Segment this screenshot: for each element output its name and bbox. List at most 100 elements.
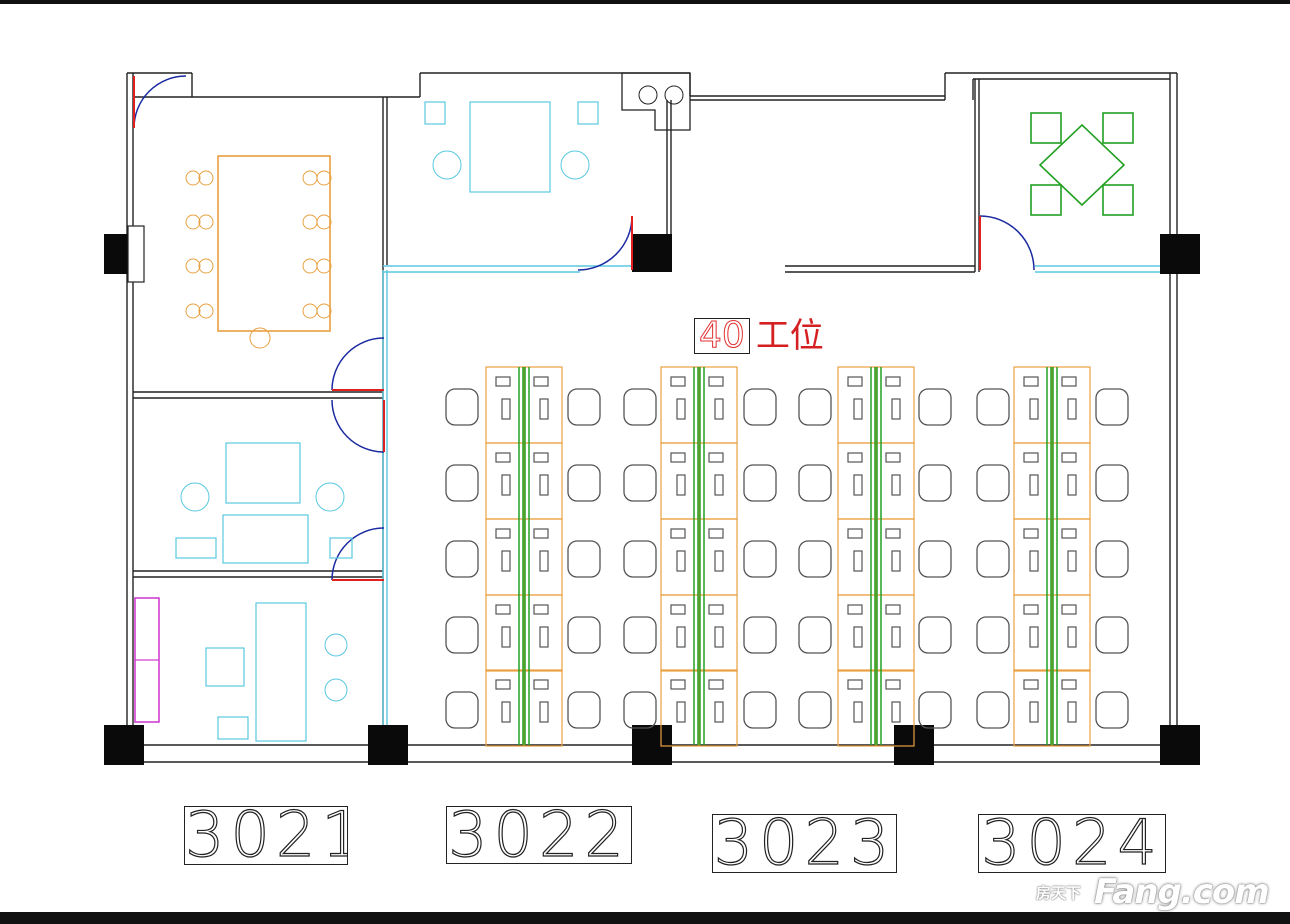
task-chair — [714, 626, 724, 648]
conference-chair — [185, 258, 201, 274]
visitor-chair — [1095, 616, 1129, 654]
bottom-border — [0, 912, 1290, 924]
guest-chair — [324, 633, 348, 657]
visitor-chair — [743, 464, 777, 502]
visitor-chair — [1095, 540, 1129, 578]
computer — [1061, 452, 1077, 463]
visitor-chair — [623, 540, 657, 578]
visitor-chair — [567, 464, 601, 502]
task-chair — [676, 550, 686, 572]
task-chair — [1067, 474, 1077, 496]
conference-chair — [198, 303, 214, 319]
visitor-chair — [976, 464, 1010, 502]
computer — [1061, 679, 1077, 690]
visitor-chair — [798, 616, 832, 654]
visitor-chair — [743, 616, 777, 654]
computer — [885, 376, 901, 387]
task-chair — [1067, 626, 1077, 648]
computer — [847, 528, 863, 539]
unit-label-3024: 3024 — [978, 814, 1166, 873]
computer — [847, 452, 863, 463]
task-chair — [853, 398, 863, 420]
computer — [533, 452, 549, 463]
workstation-count-label: 40 工位 — [694, 316, 824, 356]
task-chair — [714, 550, 724, 572]
task-chair — [676, 398, 686, 420]
computer — [885, 679, 901, 690]
task-chair — [853, 550, 863, 572]
task-chair — [714, 474, 724, 496]
computer — [1023, 679, 1039, 690]
visitor-chair — [567, 616, 601, 654]
unit-label-3022: 3022 — [446, 806, 632, 864]
computer — [495, 376, 511, 387]
visitor-chair — [743, 540, 777, 578]
computer — [495, 452, 511, 463]
workstation-text: 工位 — [755, 316, 824, 356]
visitor-chair — [743, 388, 777, 426]
task-chair — [891, 701, 901, 723]
computer — [670, 528, 686, 539]
task-chair — [501, 626, 511, 648]
computer — [708, 376, 724, 387]
structural-column — [368, 725, 408, 765]
office-chair — [432, 150, 462, 180]
conference-table — [217, 155, 331, 332]
visitor-chair — [623, 616, 657, 654]
computer — [533, 604, 549, 615]
task-chair — [501, 701, 511, 723]
workstation-desk — [523, 594, 563, 672]
office-chair — [315, 482, 345, 512]
visitor-chair — [798, 388, 832, 426]
computer — [708, 452, 724, 463]
lounge-chair — [1030, 112, 1062, 144]
top-border — [0, 0, 1290, 4]
visitor-chair — [445, 691, 479, 729]
side-cabinet — [329, 537, 353, 559]
computer — [885, 604, 901, 615]
computer — [495, 604, 511, 615]
workstation-desk — [1051, 594, 1091, 672]
computer — [885, 528, 901, 539]
structural-column — [632, 234, 672, 272]
task-chair — [891, 398, 901, 420]
task-chair — [539, 701, 549, 723]
computer — [708, 528, 724, 539]
computer — [1023, 452, 1039, 463]
task-chair — [1067, 550, 1077, 572]
task-chair — [1067, 701, 1077, 723]
visitor-chair — [918, 616, 952, 654]
computer — [847, 604, 863, 615]
task-chair — [676, 626, 686, 648]
conference-chair — [316, 214, 332, 230]
visitor-chair — [976, 616, 1010, 654]
computer — [885, 452, 901, 463]
visitor-chair — [445, 464, 479, 502]
watermark-cn: 房天下 — [1036, 884, 1082, 902]
task-chair — [891, 626, 901, 648]
computer — [670, 452, 686, 463]
visitor-chair — [976, 540, 1010, 578]
office-desk-pair — [469, 101, 551, 193]
structural-column — [1160, 725, 1200, 765]
duct-shaft — [621, 72, 691, 131]
unit-label-3023: 3023 — [712, 814, 897, 873]
task-chair — [539, 626, 549, 648]
side-cabinet — [424, 101, 446, 125]
task-chair — [1029, 550, 1039, 572]
visitor-chair — [918, 691, 952, 729]
visitor-chair — [567, 691, 601, 729]
conference-chair — [316, 170, 332, 186]
computer — [533, 376, 549, 387]
visitor-chair — [445, 540, 479, 578]
conference-chair — [316, 303, 332, 319]
task-chair — [539, 474, 549, 496]
conference-chair — [198, 170, 214, 186]
visitor-chair — [918, 540, 952, 578]
column-side — [127, 225, 145, 283]
door-lounge — [979, 215, 1035, 271]
visitor-chair — [918, 388, 952, 426]
door-side-3 — [331, 527, 385, 581]
door-meeting — [133, 75, 187, 129]
